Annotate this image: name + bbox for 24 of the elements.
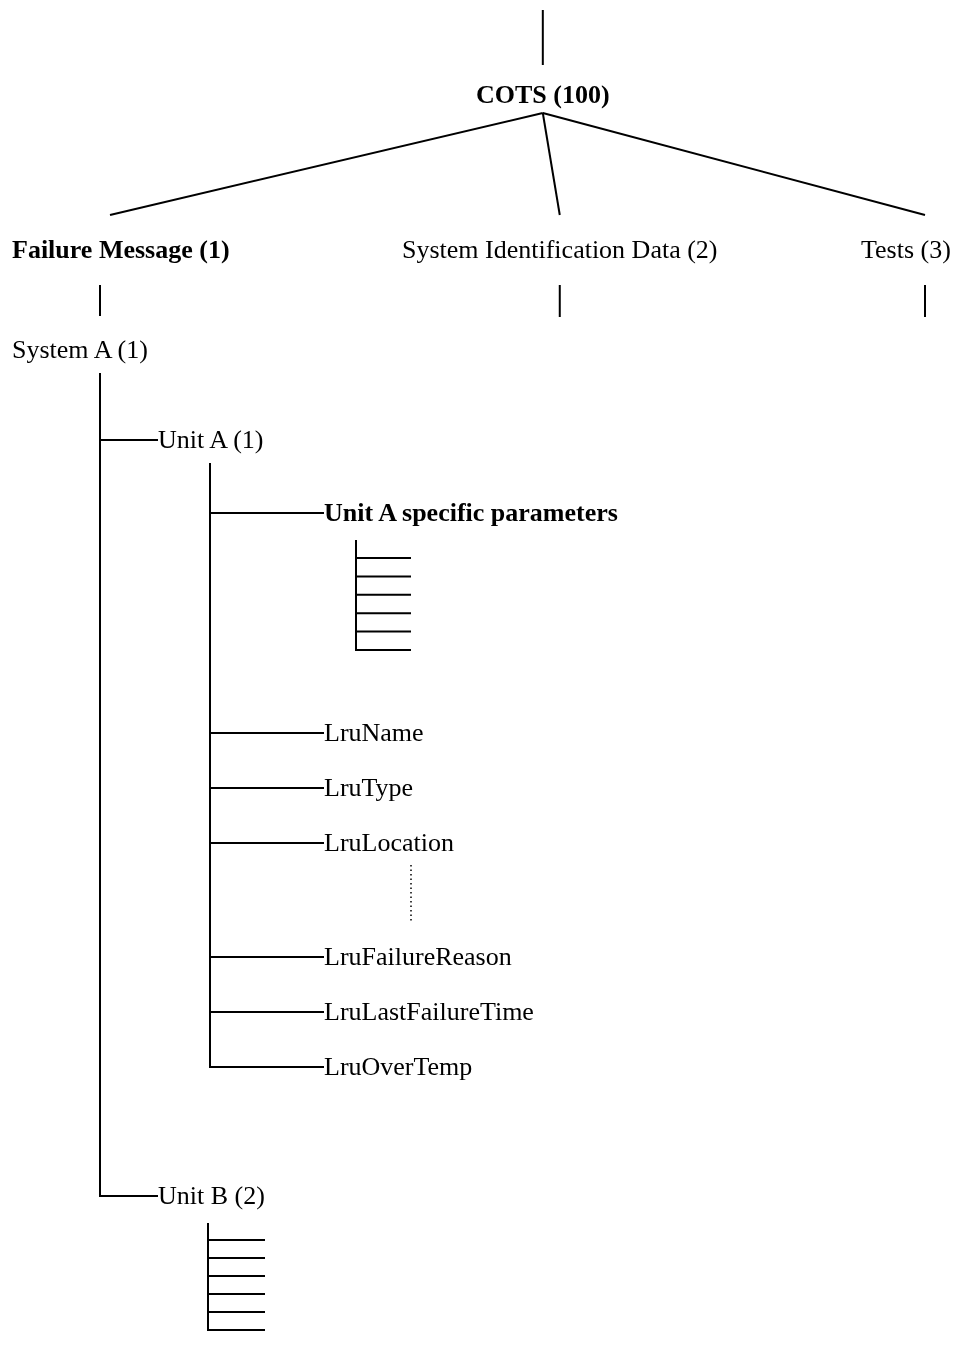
parameter-group-label: Unit A specific parameters bbox=[324, 498, 618, 528]
parameter-label: LruName bbox=[324, 718, 424, 748]
connector-line bbox=[541, 112, 926, 216]
connector-line bbox=[924, 284, 926, 318]
connector-line bbox=[558, 284, 561, 318]
root-label: COTS (100) bbox=[476, 80, 610, 110]
system-label: System A (1) bbox=[12, 335, 148, 365]
parameter-label: LruOverTemp bbox=[324, 1052, 473, 1082]
branch-label: System Identification Data (2) bbox=[402, 235, 718, 265]
branch-label: Failure Message (1) bbox=[12, 235, 230, 265]
unit-label: Unit B (2) bbox=[158, 1181, 265, 1211]
branch-label: Tests (3) bbox=[861, 235, 951, 265]
parameter-label: LruLocation bbox=[324, 828, 454, 858]
connector-line bbox=[207, 1222, 266, 1331]
connector-line bbox=[109, 112, 544, 216]
parameter-label: LruFailureReason bbox=[324, 942, 512, 972]
connector-line bbox=[541, 9, 544, 66]
connector-line bbox=[355, 539, 412, 651]
connector-line bbox=[99, 372, 159, 1197]
unit-label: Unit A (1) bbox=[158, 425, 264, 455]
connector-line bbox=[541, 112, 561, 216]
parameter-label: LruLastFailureTime bbox=[324, 997, 534, 1027]
connector-line bbox=[99, 284, 101, 317]
parameter-label: LruType bbox=[324, 773, 414, 803]
